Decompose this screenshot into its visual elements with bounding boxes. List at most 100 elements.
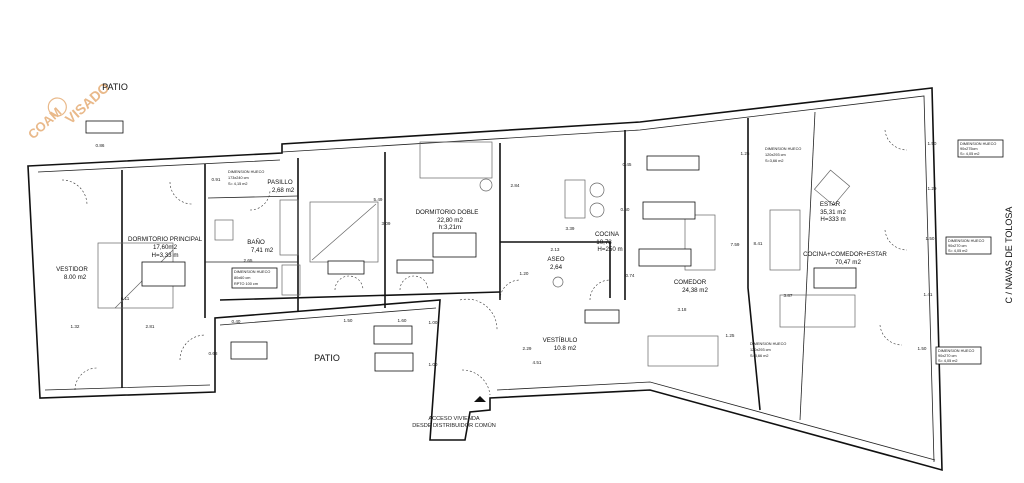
access-note: ACCESO VIVIENDA DESDE DISTRIBUIDOR COMÚN [412,396,496,429]
svg-text:ACCESO VIVIENDA: ACCESO VIVIENDA [428,416,480,422]
door-swings [61,129,908,396]
bed-doble-2 [419,141,493,179]
svg-text:S=3,66 m2: S=3,66 m2 [765,159,783,163]
dimension-label: 1.41 [924,292,933,297]
svg-text:70,47 m2: 70,47 m2 [835,259,861,266]
svg-text:120x293 cm: 120x293 cm [765,153,786,157]
svg-text:90x270 cm: 90x270 cm [938,354,957,358]
opening-label: DIMENSION HUECO 90x270 cm S= 4,05 m2 [945,236,992,255]
dimension-label: 0.50 [621,207,630,212]
svg-text:22,80 m2: 22,80 m2 [437,217,463,224]
dimension-label: 1.50 [344,318,353,323]
console [647,335,719,367]
dimension-label: 1.00 [429,362,438,367]
svg-text:DIMENSION HUECO: DIMENSION HUECO [938,349,974,353]
svg-text:DIMENSION HUECO: DIMENSION HUECO [765,147,801,151]
stamp-seal-icon [47,97,67,117]
info-boxes [85,120,700,372]
dimension-label: 0.45 [623,162,632,167]
armchair [813,169,851,206]
svg-text:S= 4,15 m2: S= 4,15 m2 [228,182,248,186]
room-bano: BAÑO 7,41 m2 [247,239,274,254]
svg-text:DIMENSION HUECO: DIMENSION HUECO [750,342,786,346]
svg-text:173x240 cm: 173x240 cm [228,176,249,180]
svg-text:h:3,21m: h:3,21m [439,224,461,231]
dimension-label: 0.68 [209,351,218,356]
dimension-label: 3.18 [678,307,687,312]
dimension-label: 0.74 [626,273,635,278]
dimension-label: 1.50 [928,141,937,146]
svg-text:80x60 cm: 80x60 cm [234,276,250,280]
dimension-label: 6.11 [121,296,130,301]
svg-text:COCINA: COCINA [595,231,620,238]
shower [281,264,301,296]
room-comedor: COMEDOR 24,38 m2 [674,279,709,294]
svg-text:10.8 m2: 10.8 m2 [554,345,577,352]
svg-text:DORMITORIO PRINCIPAL: DORMITORIO PRINCIPAL [128,236,203,243]
svg-text:S= 4,05 m2: S= 4,05 m2 [938,359,958,363]
svg-text:17,60m2: 17,60m2 [153,244,178,251]
dimension-label: 0.40 [232,319,241,324]
dimension-label: 1.29 [928,186,937,191]
svg-text:VESTÍBULO: VESTÍBULO [543,337,578,344]
opening-label: DIMENSION HUECO 90x275cm S= 4,05 m2 [957,139,1004,158]
interior-walls [121,111,816,421]
inner-wall-line [37,95,936,463]
svg-text:ESTAR: ESTAR [820,201,841,208]
svg-text:2,64: 2,64 [550,264,563,271]
svg-text:H=250 m: H=250 m [597,246,622,253]
access-arrow-icon [474,396,486,402]
dimension-label: 1.20 [520,271,529,276]
dimension-label: 1.00 [429,320,438,325]
svg-text:ASEO: ASEO [547,256,564,263]
room-estar: ESTAR 35,31 m2 H=333 m [820,201,847,223]
room-cocina: COCINA 10,78 H=250 m [595,231,623,253]
svg-text:VESTIDOR: VESTIDOR [56,266,88,273]
dimension-label: 2.81 [146,324,155,329]
dimension-label: 4.51 [533,360,542,365]
dimension-label: 3.09 [382,221,391,226]
dimension-label: 3.87 [784,293,793,298]
dimension-label: 1.25 [726,333,735,338]
room-vestibulo: VESTÍBULO 10.8 m2 [543,337,578,352]
svg-text:S=3,66 m2: S=3,66 m2 [750,354,768,358]
room-dormitorio-doble: DORMITORIO DOBLE 22,80 m2 h:3,21m [416,209,479,231]
sink [214,219,234,241]
svg-text:DIMENSION HUECO: DIMENSION HUECO [228,170,264,174]
room-vestidor: VESTIDOR 8.00 m2 [56,266,88,281]
stamp-org: COAM [25,104,65,142]
svg-text:8.00 m2: 8.00 m2 [64,274,87,281]
room-cocina-comedor-estar: COCINA+COMEDOR+ESTAR 70,47 m2 [803,251,887,289]
svg-text:S= 4,05 m2: S= 4,05 m2 [948,249,968,253]
svg-text:H=3,33 m: H=3,33 m [152,252,179,259]
dimension-label: 1.32 [71,324,80,329]
svg-text:90x275cm: 90x275cm [960,147,978,151]
svg-text:S= 4,05 m2: S= 4,05 m2 [960,152,980,156]
svg-text:10,78: 10,78 [596,239,612,246]
dimension-label: 5.49 [374,197,383,202]
patio-top-label: PATIO [102,82,128,92]
dimension-label: 2.65 [244,258,253,263]
svg-text:120x293 cm: 120x293 cm [750,348,771,352]
dimension-label: 3.39 [566,226,575,231]
svg-text:DIMENSION HUECO: DIMENSION HUECO [960,142,996,146]
svg-text:DIMENSION HUECO: DIMENSION HUECO [948,239,984,243]
svg-text:COMEDOR: COMEDOR [674,279,707,286]
street-label: C / NAVAS DE TOLOSA [1004,207,1014,304]
dimension-label: 1.50 [918,346,927,351]
dimension-label: 1.25 [741,151,750,156]
patio-center-label: PATIO [314,353,340,363]
opening-label: DIMENSION HUECO 173x240 cm S= 4,15 m2 [228,170,264,186]
opening-label: DIMENSION HUECO 120x293 cm S=3,66 m2 [750,342,786,358]
dining-table [684,214,716,271]
outer-wall [27,87,943,472]
dimension-label: 0.86 [96,143,105,148]
room-pasillo: PASILLO 2,68 m2 [267,179,294,194]
svg-text:24,38 m2: 24,38 m2 [682,287,708,294]
svg-text:90x270 cm: 90x270 cm [948,244,967,248]
dimension-label: 2.84 [511,183,520,188]
visado-stamp: COAM VISADO [25,79,113,142]
dimension-label: 1.60 [398,318,407,323]
